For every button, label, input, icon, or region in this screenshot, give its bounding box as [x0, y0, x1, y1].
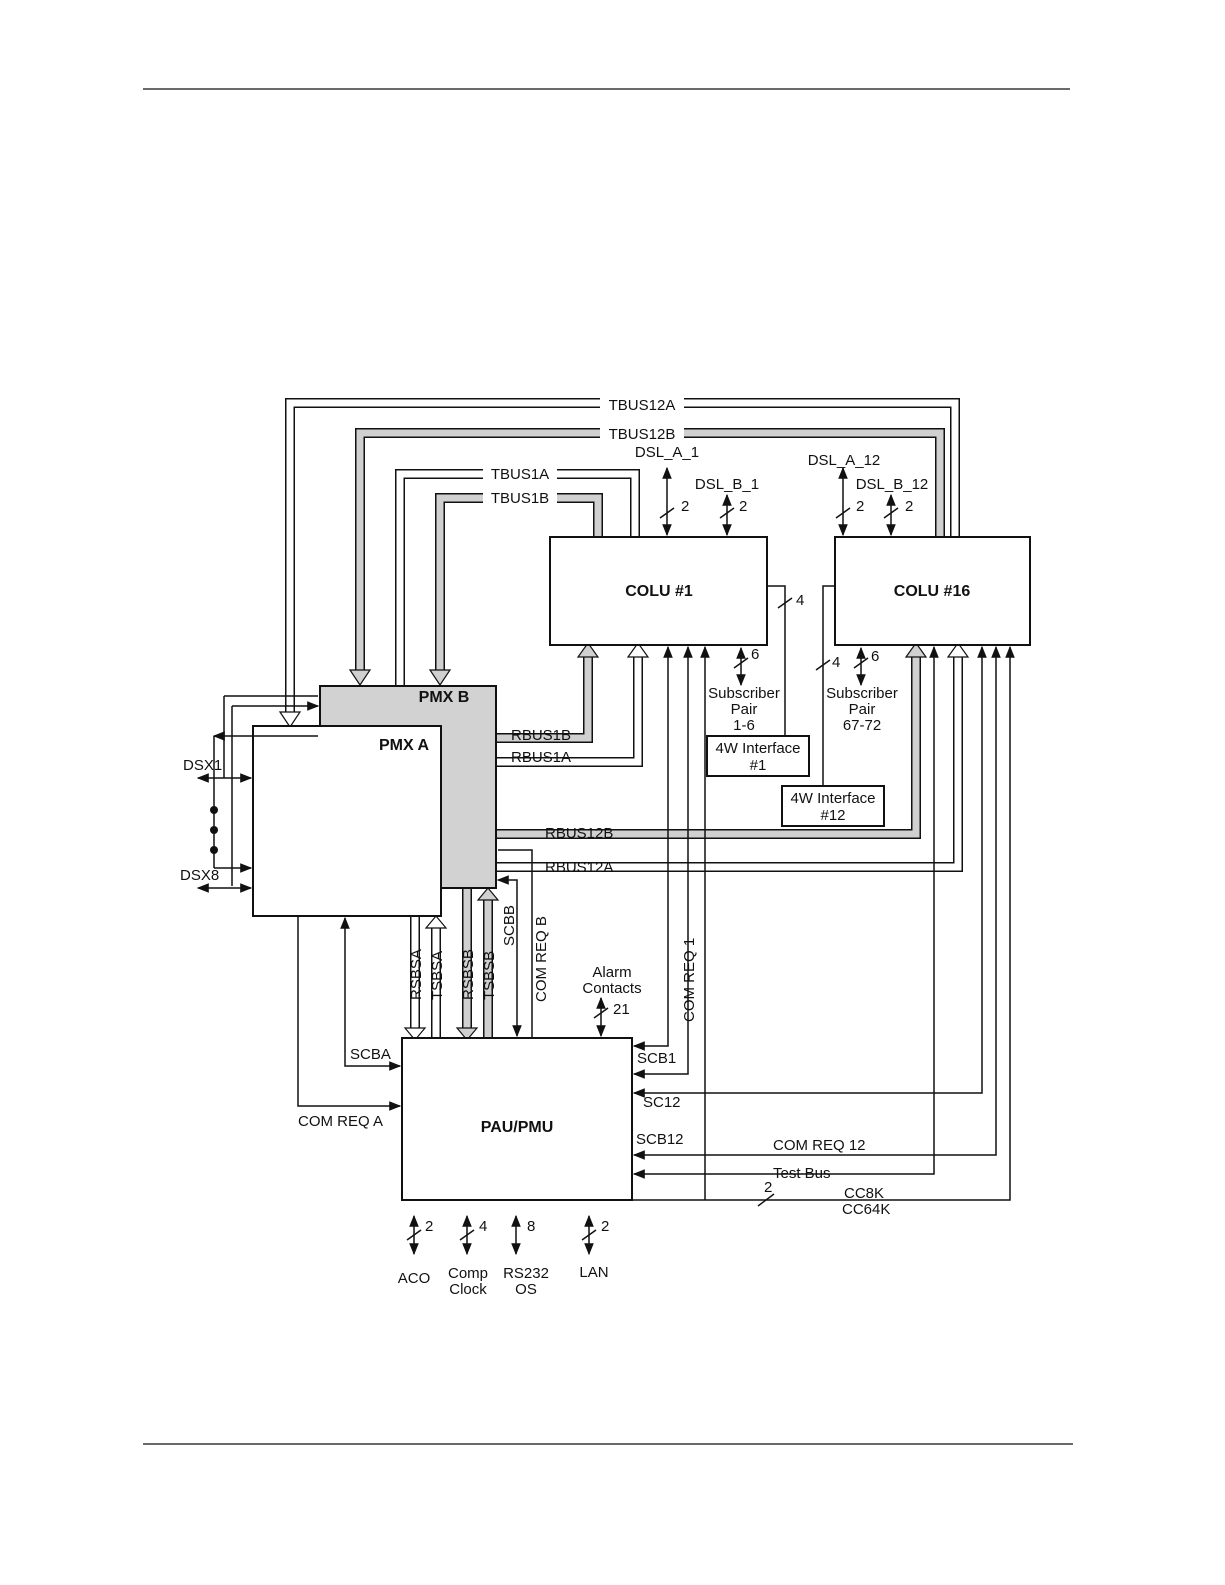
scbb-label: SCBB	[501, 905, 518, 946]
pmx-b-title: PMX B	[419, 689, 470, 706]
tsbsa-bus	[424, 915, 448, 1038]
pau-pmu-block	[401, 1037, 633, 1201]
count-label: 4	[479, 1218, 487, 1235]
count-label: 2	[764, 1179, 772, 1196]
alarm-contacts-label: Contacts	[582, 980, 641, 997]
4w-interface-1-label: 4W Interface	[715, 740, 800, 757]
tbus12a-label: TBUS12A	[609, 397, 676, 414]
rsbsa-label: RSBSA	[408, 949, 425, 1000]
signal-lines	[196, 466, 1015, 1256]
subscriber-pair-2-range: 67-72	[843, 717, 881, 734]
rs232-os-label: OS	[515, 1281, 537, 1298]
cc64k-label: CC64K	[842, 1201, 890, 1218]
subscriber-pair-2-label: Pair	[849, 701, 876, 718]
colu-16-title: COLU #16	[894, 583, 971, 600]
tsbsa-label: TSBSA	[429, 951, 446, 1000]
lan-label: LAN	[579, 1264, 608, 1281]
com-req-a-label: COM REQ A	[298, 1113, 383, 1130]
dsx-dot	[210, 826, 218, 834]
count-label: 6	[871, 648, 879, 665]
4w-interface-12-number: #12	[820, 807, 845, 824]
tbus1a-label: TBUS1A	[491, 466, 549, 483]
pmx-a-title: PMX A	[379, 737, 430, 754]
scb1-label: SCB1	[637, 1050, 676, 1067]
4w-interface-1-number: #1	[750, 757, 767, 774]
subscriber-pair-1-label: Subscriber	[708, 685, 780, 702]
count-label: 8	[527, 1218, 535, 1235]
dsl-a-12-label: DSL_A_12	[808, 452, 881, 469]
com-req-b-label: COM REQ B	[533, 916, 550, 1002]
com-req-12-label: COM REQ 12	[773, 1137, 866, 1154]
rsbsa-bus	[403, 916, 427, 1041]
cc8k-label: CC8K	[844, 1185, 884, 1202]
tbus1b-label: TBUS1B	[491, 490, 549, 507]
rbus1b-label: RBUS1B	[511, 727, 571, 744]
colu-1-title: COLU #1	[625, 583, 693, 600]
rs232-os-label: RS232	[503, 1265, 549, 1282]
scba-label: SCBA	[350, 1046, 391, 1063]
count-label: 4	[832, 654, 840, 671]
sc12-label: SC12	[643, 1094, 681, 1111]
com-req-1-label: COM REQ 1	[681, 938, 698, 1022]
count-label: 2	[739, 498, 747, 515]
rsbsb-bus	[455, 889, 479, 1041]
dsl-b-12-label: DSL_B_12	[856, 476, 929, 493]
test-bus-label: Test Bus	[773, 1165, 831, 1182]
rsbsb-label: RSBSB	[460, 949, 477, 1000]
tbus12b-label: TBUS12B	[609, 426, 676, 443]
bus-label-backgrounds	[483, 396, 684, 506]
count-label: 4	[796, 592, 804, 609]
subscriber-pair-1-label: Pair	[731, 701, 758, 718]
dsx1-label: DSX1	[183, 757, 222, 774]
scb12-label: SCB12	[636, 1131, 684, 1148]
alarm-contacts-label: Alarm	[592, 964, 631, 981]
rbus12b-label: RBUS12B	[545, 825, 613, 842]
count-label: 2	[425, 1218, 433, 1235]
count-label: 6	[751, 646, 759, 663]
dsl-a-1-label: DSL_A_1	[635, 444, 699, 461]
subscriber-pair-2-label: Subscriber	[826, 685, 898, 702]
count-label: 2	[856, 498, 864, 515]
rbus1b-bus	[497, 657, 593, 743]
rbus12a-label: RBUS12A	[545, 859, 613, 876]
comp-clock-label: Comp	[448, 1265, 488, 1282]
4w-interface-12-label: 4W Interface	[790, 790, 875, 807]
count-label: 2	[905, 498, 913, 515]
count-label: 2	[681, 498, 689, 515]
colu-1-block	[549, 536, 768, 646]
dsl-b-1-label: DSL_B_1	[695, 476, 759, 493]
aco-label: ACO	[398, 1270, 431, 1287]
rbus1a-label: RBUS1A	[511, 749, 571, 766]
tsbsb-bus	[476, 887, 500, 1038]
count-label: 2	[601, 1218, 609, 1235]
dsx8-label: DSX8	[180, 867, 219, 884]
dsx-dot	[210, 846, 218, 854]
tsbsb-label: TSBSB	[481, 951, 498, 1000]
count-label: 21	[613, 1001, 630, 1018]
pmx-a-block	[252, 725, 442, 917]
subscriber-pair-1-range: 1-6	[733, 717, 755, 734]
dsx-dot	[210, 806, 218, 814]
pau-pmu-title: PAU/PMU	[481, 1119, 554, 1136]
comp-clock-label: Clock	[449, 1281, 487, 1298]
colu-16-block	[834, 536, 1031, 646]
